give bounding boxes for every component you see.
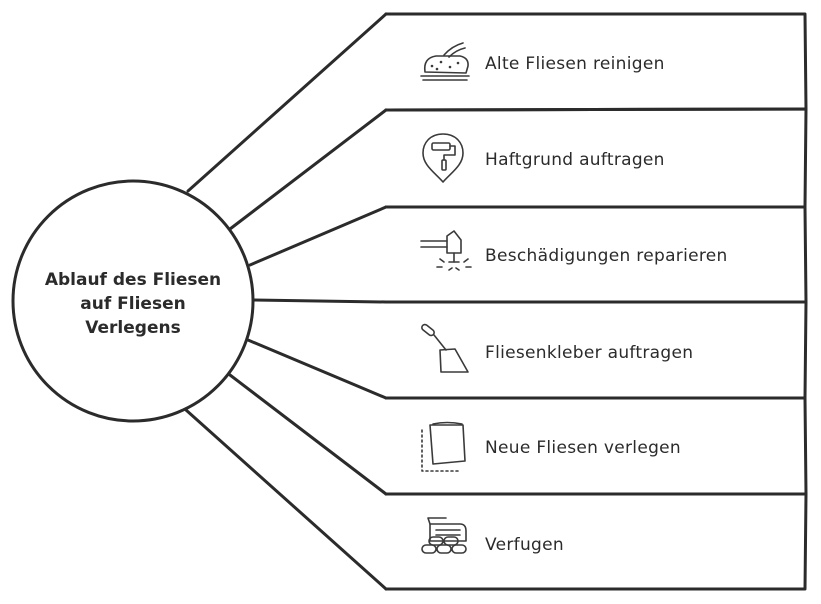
hub-title-line-1: Ablauf des Fliesen bbox=[45, 270, 221, 290]
trowel-icon bbox=[421, 323, 469, 373]
hub-title-line-3: Verlegens bbox=[85, 318, 180, 338]
step-4-label: Fliesenkleber auftragen bbox=[485, 343, 693, 363]
grout-tiles-icon bbox=[421, 517, 467, 554]
hub-title-line-2: auf Fliesen bbox=[80, 294, 185, 314]
step-band-6 bbox=[384, 492, 808, 591]
step-5: Neue Fliesen verlegen bbox=[421, 421, 681, 472]
step-1-label: Alte Fliesen reinigen bbox=[485, 54, 665, 74]
step-3: Beschädigungen reparieren bbox=[420, 230, 728, 271]
step-2: Haftgrund auftragen bbox=[422, 133, 665, 183]
step-4: Fliesenkleber auftragen bbox=[421, 323, 693, 373]
step-6: Verfugen bbox=[421, 517, 564, 555]
tile-icon bbox=[421, 421, 466, 472]
sponge-cleaning-icon bbox=[420, 42, 470, 81]
step-2-label: Haftgrund auftragen bbox=[485, 150, 665, 170]
step-6-label: Verfugen bbox=[485, 535, 564, 555]
step-bands bbox=[384, 12, 808, 591]
hub: Ablauf des Fliesen auf Fliesen Verlegens bbox=[11, 179, 255, 423]
caulk-gun-icon bbox=[420, 230, 472, 271]
step-1: Alte Fliesen reinigen bbox=[420, 42, 665, 81]
connector-lines bbox=[184, 12, 388, 591]
step-5-label: Neue Fliesen verlegen bbox=[485, 438, 681, 458]
step-3-label: Beschädigungen reparieren bbox=[485, 246, 728, 266]
paint-roller-icon bbox=[422, 133, 464, 183]
